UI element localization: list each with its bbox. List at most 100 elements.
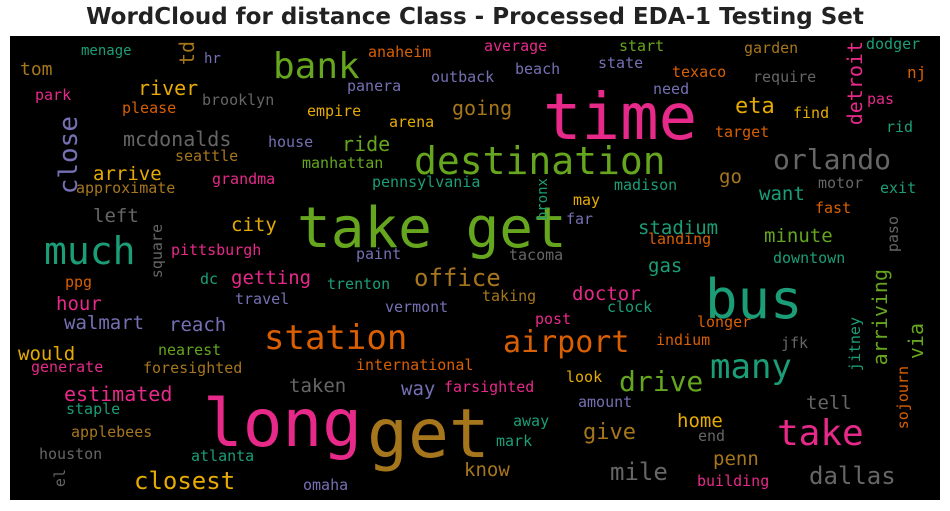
cloud-word: river <box>138 76 199 100</box>
cloud-word: beach <box>515 60 561 78</box>
cloud-word: mile <box>610 458 668 486</box>
cloud-word: arena <box>389 113 435 131</box>
cloud-word: nearest <box>158 341 222 359</box>
cloud-word: give <box>583 420 636 445</box>
cloud-word: far <box>566 210 594 228</box>
cloud-word: average <box>484 37 548 55</box>
cloud-word: airport <box>503 325 630 360</box>
cloud-word: sojourn <box>894 366 912 430</box>
cloud-word: taken <box>289 375 347 397</box>
cloud-word: look <box>566 368 603 386</box>
cloud-word: get <box>367 395 490 474</box>
cloud-word: farsighted <box>444 378 535 396</box>
cloud-word: seattle <box>175 147 239 165</box>
cloud-word: stadium <box>638 217 719 239</box>
cloud-word: eta <box>735 94 775 119</box>
cloud-word: exit <box>880 179 917 197</box>
cloud-word: empire <box>307 102 362 120</box>
cloud-word: time <box>543 81 698 155</box>
cloud-word: indium <box>656 331 711 349</box>
cloud-word: outback <box>431 68 495 86</box>
cloud-word: clock <box>607 298 653 316</box>
cloud-word: mark <box>496 432 533 450</box>
cloud-word: brooklyn <box>202 91 275 109</box>
cloud-word: bronx <box>535 178 551 221</box>
cloud-word: take get <box>297 196 567 261</box>
cloud-word: manhattan <box>302 154 384 172</box>
cloud-word: need <box>653 80 690 98</box>
cloud-word: mcdonalds <box>123 127 232 151</box>
cloud-word: amount <box>578 393 633 411</box>
cloud-word: going <box>452 96 513 120</box>
cloud-word: omaha <box>303 476 349 494</box>
cloud-word: dallas <box>809 462 896 490</box>
cloud-word: international <box>356 356 474 374</box>
cloud-word: away <box>513 412 550 430</box>
cloud-word: office <box>414 264 501 292</box>
cloud-word: tell <box>806 392 852 414</box>
cloud-word: hr <box>204 51 221 67</box>
cloud-word: fast <box>815 199 852 217</box>
cloud-word: paso <box>884 216 902 253</box>
cloud-word: destination <box>414 139 666 183</box>
cloud-word: pennsylvania <box>372 173 481 191</box>
cloud-word: dodger <box>866 36 921 53</box>
cloud-word: foresighted <box>143 359 243 377</box>
cloud-word: home <box>677 410 723 432</box>
cloud-word: madison <box>614 176 678 194</box>
cloud-word: via <box>904 323 928 360</box>
cloud-word: want <box>759 183 805 205</box>
cloud-word: applebees <box>71 423 153 441</box>
cloud-word: reach <box>169 314 227 336</box>
cloud-word: tom <box>20 59 53 80</box>
cloud-word: know <box>464 459 510 481</box>
cloud-word: square <box>148 224 166 279</box>
cloud-word: staple <box>66 400 121 418</box>
cloud-word: tacoma <box>509 246 564 264</box>
cloud-word: closest <box>134 467 236 495</box>
cloud-word: state <box>598 54 644 72</box>
chart-title: WordCloud for distance Class - Processed… <box>86 4 864 30</box>
cloud-word: bank <box>273 46 360 87</box>
cloud-word: left <box>93 205 139 227</box>
cloud-word: getting <box>231 267 312 289</box>
cloud-word: station <box>264 318 408 358</box>
cloud-word: ppg <box>65 273 93 291</box>
cloud-word: longer <box>697 313 752 331</box>
cloud-word: require <box>753 68 817 86</box>
cloud-word: el <box>51 469 69 488</box>
cloud-word: pas <box>867 90 895 108</box>
cloud-word: building <box>697 472 770 490</box>
cloud-word: downtown <box>773 249 846 267</box>
cloud-word: gas <box>648 255 683 277</box>
cloud-word: vermont <box>385 298 449 316</box>
cloud-word: penn <box>713 448 759 470</box>
cloud-word: post <box>535 310 572 328</box>
cloud-word: motor <box>818 174 864 192</box>
cloud-word: much <box>44 229 136 273</box>
cloud-word: jitney <box>846 317 864 372</box>
cloud-word: minute <box>764 225 833 247</box>
cloud-word: may <box>573 191 601 209</box>
cloud-word: approximate <box>76 179 176 197</box>
cloud-word: trenton <box>327 275 391 293</box>
cloud-word: paint <box>356 245 402 263</box>
cloud-word: walmart <box>64 312 145 334</box>
cloud-word: please <box>122 99 177 117</box>
cloud-word: doctor <box>572 283 641 305</box>
cloud-word: travel <box>235 290 290 308</box>
cloud-word: arriving <box>868 269 892 366</box>
cloud-word: houston <box>39 445 103 463</box>
cloud-word: rid <box>886 118 914 136</box>
cloud-word: orlando <box>773 143 892 176</box>
cloud-word: menage <box>81 43 132 59</box>
cloud-word: texaco <box>672 63 727 81</box>
cloud-word: estimated <box>64 382 173 406</box>
cloud-word: would <box>18 343 76 365</box>
cloud-word: nj <box>907 63 927 82</box>
cloud-word: city <box>231 214 277 236</box>
cloud-word: long <box>203 385 362 462</box>
cloud-word: taking <box>482 287 537 305</box>
cloud-word: start <box>619 37 665 55</box>
cloud-word: find <box>793 104 830 122</box>
